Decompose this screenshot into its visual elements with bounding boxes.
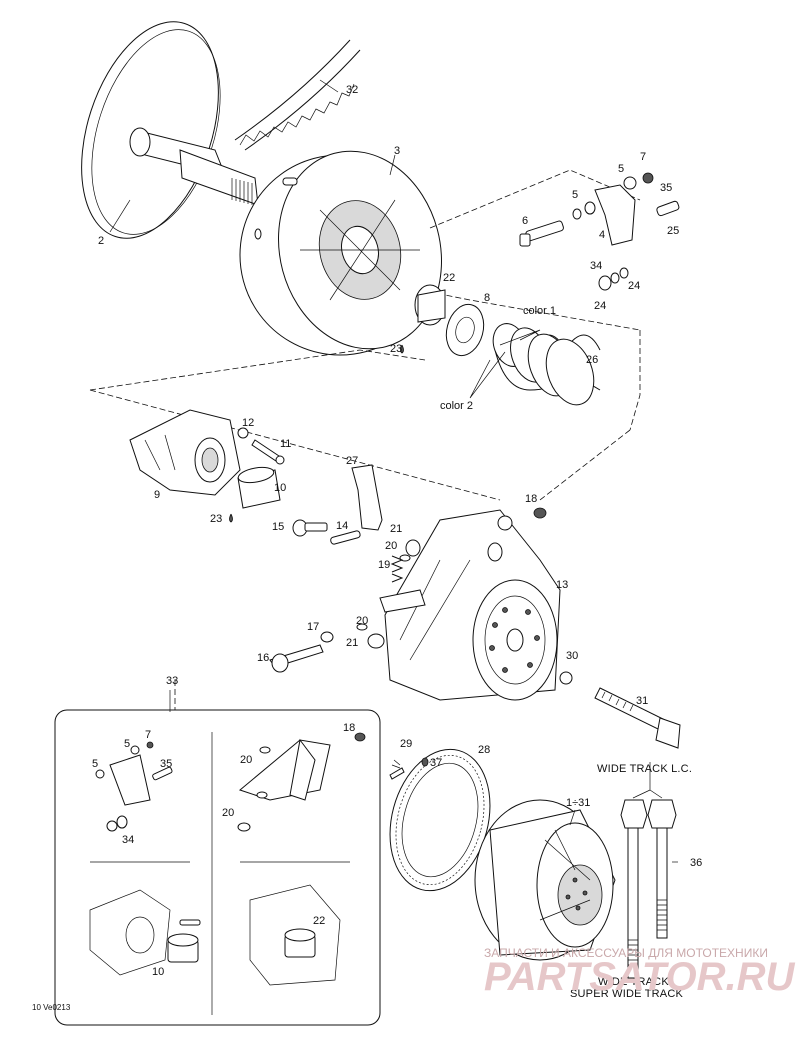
callout-8: 8 (484, 292, 490, 304)
watermark: ЗАПЧАСТИ И АКСЕССУАРЫ ДЛЯ МОТОТЕХНИКИ PA… (484, 946, 796, 999)
callout-5: 5 (618, 163, 624, 175)
callout-7: 7 (640, 151, 646, 163)
callout-24: 24 (594, 300, 606, 312)
callout-6: 6 (522, 215, 528, 227)
callout-12: 12 (242, 417, 254, 429)
watermark-logo: PARTSATOR.RU (484, 955, 796, 999)
callout-32: 32 (346, 84, 358, 96)
callout-37: 37 (430, 757, 442, 769)
sliding-sheave (239, 150, 442, 356)
callout-31: 31 (636, 695, 648, 707)
callout-14: 14 (336, 520, 348, 532)
callout-13: 13 (556, 579, 568, 591)
callout-15: 15 (272, 521, 284, 533)
callout-4: 4 (599, 229, 605, 241)
ring-gear (389, 748, 491, 892)
inset-detail-box (54, 709, 381, 1026)
callout-2: 2 (98, 235, 104, 247)
fixed-sheave (81, 21, 259, 239)
callout-27: 27 (346, 455, 358, 467)
callout-16: 16 (257, 652, 269, 664)
callout-34: 34 (590, 260, 602, 272)
label-super-wide-track: SUPER WIDE TRACK (570, 988, 683, 1000)
retaining-bolt (559, 671, 681, 749)
callout-26: 26 (586, 354, 598, 366)
callout-5: 5 (572, 189, 578, 201)
callout-20: 20 (240, 754, 252, 766)
callout-18: 18 (525, 493, 537, 505)
label-color-2: color 2 (440, 400, 473, 412)
callout-20: 20 (356, 615, 368, 627)
spider-cam (129, 344, 404, 523)
callout-23: 23 (390, 343, 402, 355)
callouts: 2 32 3 5 7 5 35 6 4 25 34 24 24 22 8 23 … (92, 84, 702, 978)
callout-5: 5 (124, 738, 130, 750)
callout-35: 35 (160, 758, 172, 770)
callout-34: 34 (122, 834, 134, 846)
callout-19: 19 (378, 559, 390, 571)
callout-20: 20 (222, 807, 234, 819)
roller-lever-parts (269, 464, 426, 673)
callout-35: 35 (660, 182, 672, 194)
callout-7: 7 (145, 729, 151, 741)
callout-24: 24 (628, 280, 640, 292)
callout-3: 3 (394, 145, 400, 157)
callout-20: 20 (385, 540, 397, 552)
watermark-tagline: ЗАПЧАСТИ И АКСЕССУАРЫ ДЛЯ МОТОТЕХНИКИ (484, 946, 768, 960)
callout-22: 22 (313, 915, 325, 927)
callout-5: 5 (92, 758, 98, 770)
callout-10: 10 (152, 966, 164, 978)
callout-21: 21 (390, 523, 402, 535)
callout-1x31: 1÷31 (566, 797, 590, 809)
text-labels: color 1 color 2 WIDE TRACK L.C. WIDE TRA… (32, 305, 692, 1012)
callout-29: 29 (400, 738, 412, 750)
governor-cup (384, 507, 561, 701)
label-wide-track: WIDE TRACK (598, 976, 669, 988)
label-wide-track-lc: WIDE TRACK L.C. (597, 763, 692, 775)
callout-21: 21 (346, 637, 358, 649)
callout-28: 28 (478, 744, 490, 756)
callout-9: 9 (154, 489, 160, 501)
callout-11: 11 (280, 438, 291, 450)
callout-10: 10 (274, 482, 286, 494)
callout-25: 25 (667, 225, 679, 237)
drive-belt (234, 39, 361, 151)
complete-pulley (474, 799, 616, 961)
callout-36: 36 (690, 857, 702, 869)
spring-assembly (414, 284, 601, 406)
callout-33: 33 (166, 675, 178, 687)
callout-23: 23 (210, 513, 222, 525)
lever-assembly-top (519, 172, 680, 291)
long-bolts (620, 799, 677, 979)
label-color-1: color 1 (523, 305, 556, 317)
callout-18: 18 (343, 722, 355, 734)
callout-22: 22 (443, 272, 455, 284)
callout-17: 17 (307, 621, 319, 633)
drawing-code: 10 Ve0213 (32, 1003, 71, 1012)
callout-30: 30 (566, 650, 578, 662)
leader-lines (109, 79, 678, 863)
